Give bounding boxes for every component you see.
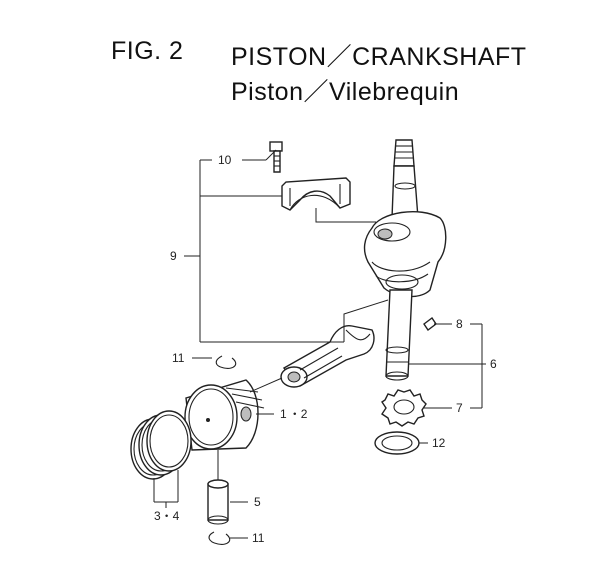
cap-bolt [269,141,283,173]
callout-7: 7 [456,401,463,415]
callout-11-top: 11 [172,351,185,365]
callout-1-2: 1・2 [280,407,308,421]
piston-pin-clip-top [215,355,237,369]
connecting-rod [280,325,375,388]
figure-title: PISTON／CRANKSHAFT [231,43,527,71]
callout-11-bottom: 11 [252,531,265,545]
callout-1-2-second: 2 [301,407,308,421]
figure-subtitle: Piston／Vilebrequin [231,78,460,106]
callout-12: 12 [432,436,446,450]
figure-number: FIG. 2 [111,37,184,65]
piston-pin-clip-bottom [208,531,231,545]
callout-10: 10 [218,153,232,167]
timing-gear [381,389,427,427]
washer [374,431,420,455]
callout-9: 9 [170,249,177,263]
callout-8: 8 [456,317,463,331]
leader-lines [153,149,486,539]
callout-6: 6 [490,357,497,371]
callout-3-4: 3・4 [154,509,180,523]
piston-rings [130,410,192,480]
connecting-rod-cap [281,177,351,211]
callout-5: 5 [254,495,261,509]
piston-pin [207,479,229,525]
piston [184,379,265,451]
crankshaft [363,139,447,381]
